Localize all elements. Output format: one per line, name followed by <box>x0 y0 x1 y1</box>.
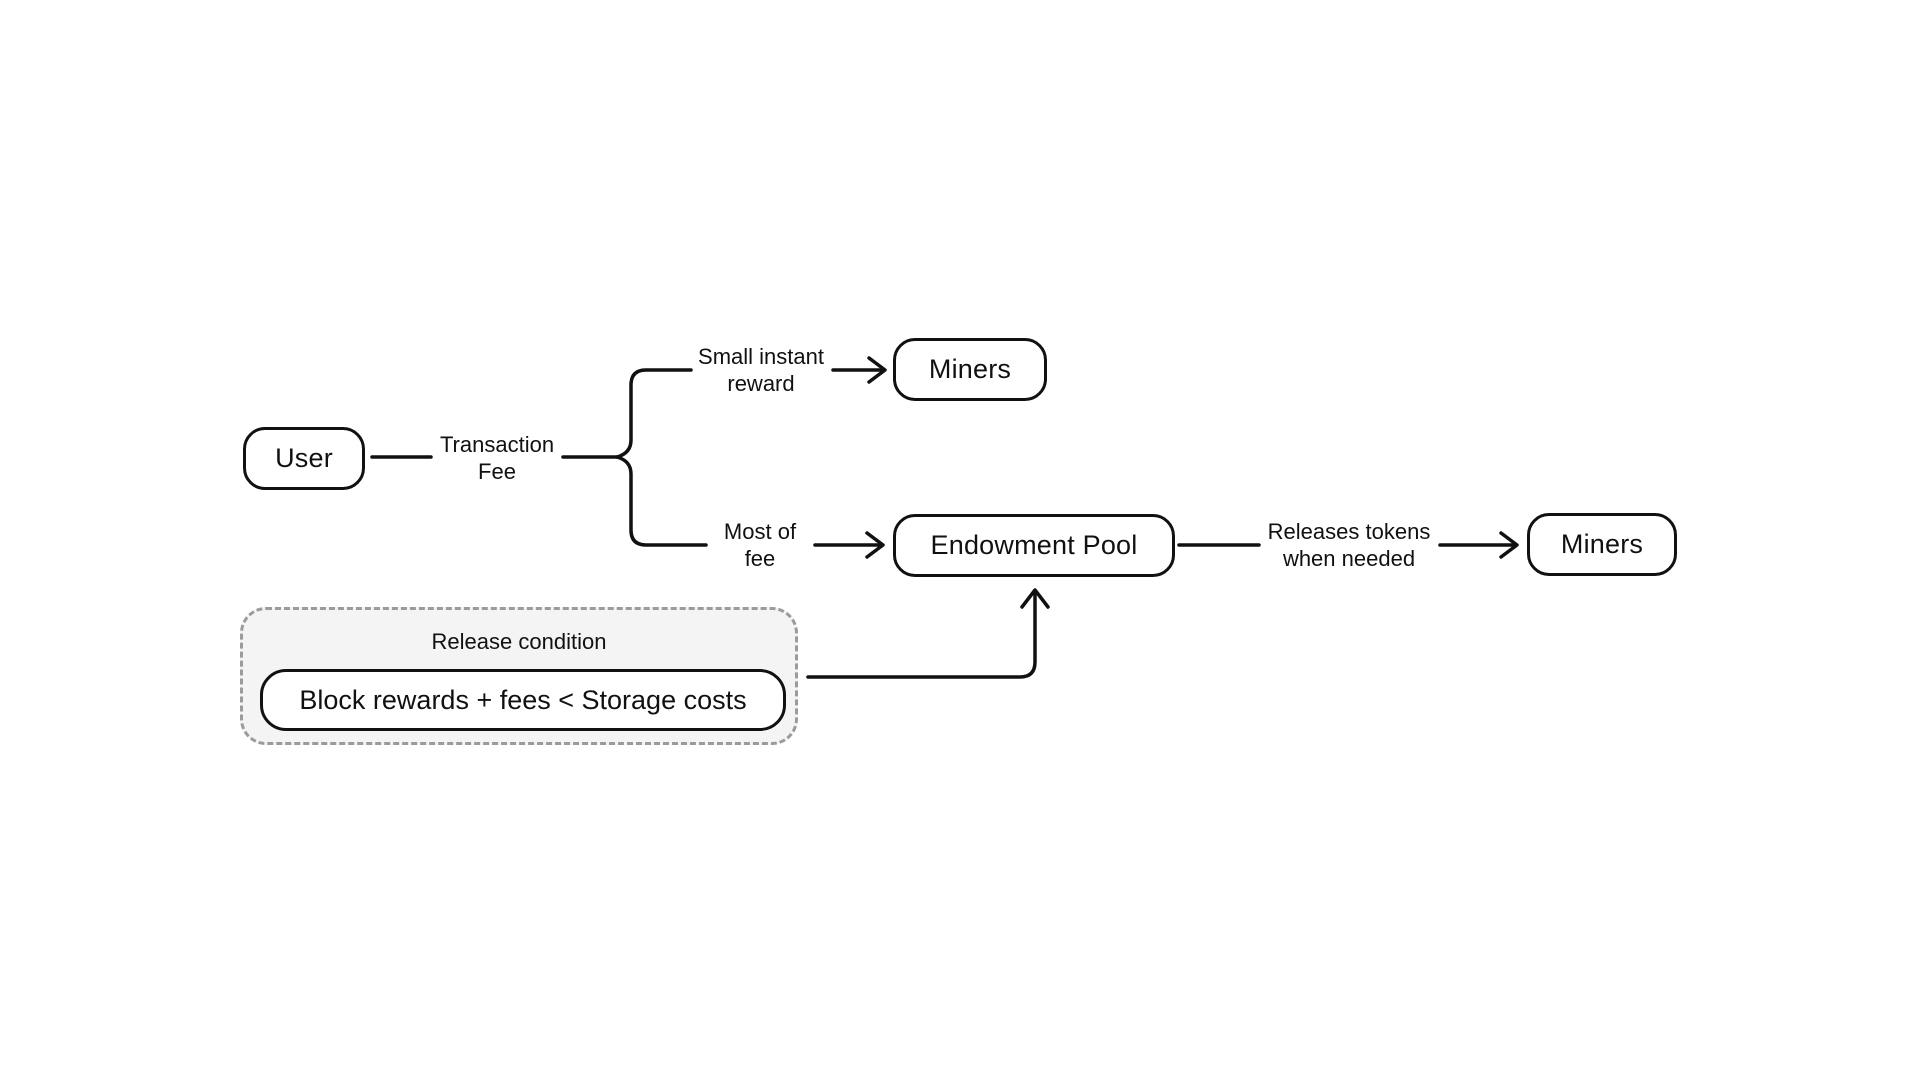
node-miners-right: Miners <box>1527 513 1677 576</box>
node-user: User <box>243 427 365 490</box>
node-endowment-pool: Endowment Pool <box>893 514 1175 577</box>
edge-line-condition-to-pool <box>806 590 1037 679</box>
arrowhead-releases-to-miners <box>1499 531 1519 559</box>
edge-label-most-of-fee: Most of fee <box>723 519 797 571</box>
arrowhead-fee-to-pool <box>865 531 885 559</box>
edge-label-transaction-fee: Transaction Fee <box>439 432 555 484</box>
edge-label-small-instant-reward: Small instant reward <box>698 344 824 396</box>
split-brace-lower-arm <box>615 455 708 547</box>
edge-label-releases-tokens: Releases tokens when needed <box>1267 519 1431 571</box>
split-brace-upper-arm <box>615 368 693 459</box>
release-condition-group: Release condition Block rewards + fees <… <box>240 607 798 745</box>
node-release-condition: Block rewards + fees < Storage costs <box>260 669 786 731</box>
node-miners-top: Miners <box>893 338 1047 401</box>
arrowhead-condition-to-pool <box>1020 588 1050 609</box>
arrowhead-reward-to-miners <box>867 356 887 384</box>
release-condition-title: Release condition <box>431 629 607 654</box>
